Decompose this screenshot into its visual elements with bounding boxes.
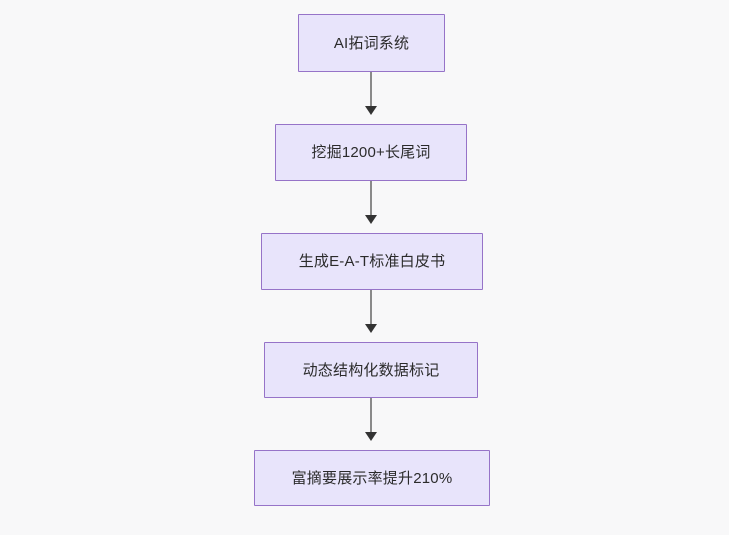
flowchart-node-label: 富摘要展示率提升210% xyxy=(291,469,453,487)
connector-line-4 xyxy=(370,398,372,434)
flowchart-node-ai-keyword-system[interactable]: AI拓词系统 xyxy=(298,14,445,72)
connector-line-1 xyxy=(370,72,372,108)
arrowhead-icon-3 xyxy=(365,324,377,333)
connector-line-3 xyxy=(370,290,372,326)
flowchart-node-generate-eat-whitepaper[interactable]: 生成E-A-T标准白皮书 xyxy=(261,233,483,290)
flowchart-node-dynamic-structured-data-markup[interactable]: 动态结构化数据标记 xyxy=(264,342,478,398)
flowchart-node-label: 挖掘1200+长尾词 xyxy=(311,144,431,161)
arrowhead-icon-1 xyxy=(365,106,377,115)
flowchart-node-label: 生成E-A-T标准白皮书 xyxy=(298,253,446,270)
flowchart-node-label: AI拓词系统 xyxy=(333,34,410,52)
flowchart-node-mine-longtail-keywords[interactable]: 挖掘1200+长尾词 xyxy=(275,124,467,181)
flowchart-node-label: 动态结构化数据标记 xyxy=(302,361,440,379)
connector-line-2 xyxy=(370,181,372,217)
arrowhead-icon-4 xyxy=(365,432,377,441)
arrowhead-icon-2 xyxy=(365,215,377,224)
flowchart-node-rich-snippet-rate-increase[interactable]: 富摘要展示率提升210% xyxy=(254,450,490,506)
